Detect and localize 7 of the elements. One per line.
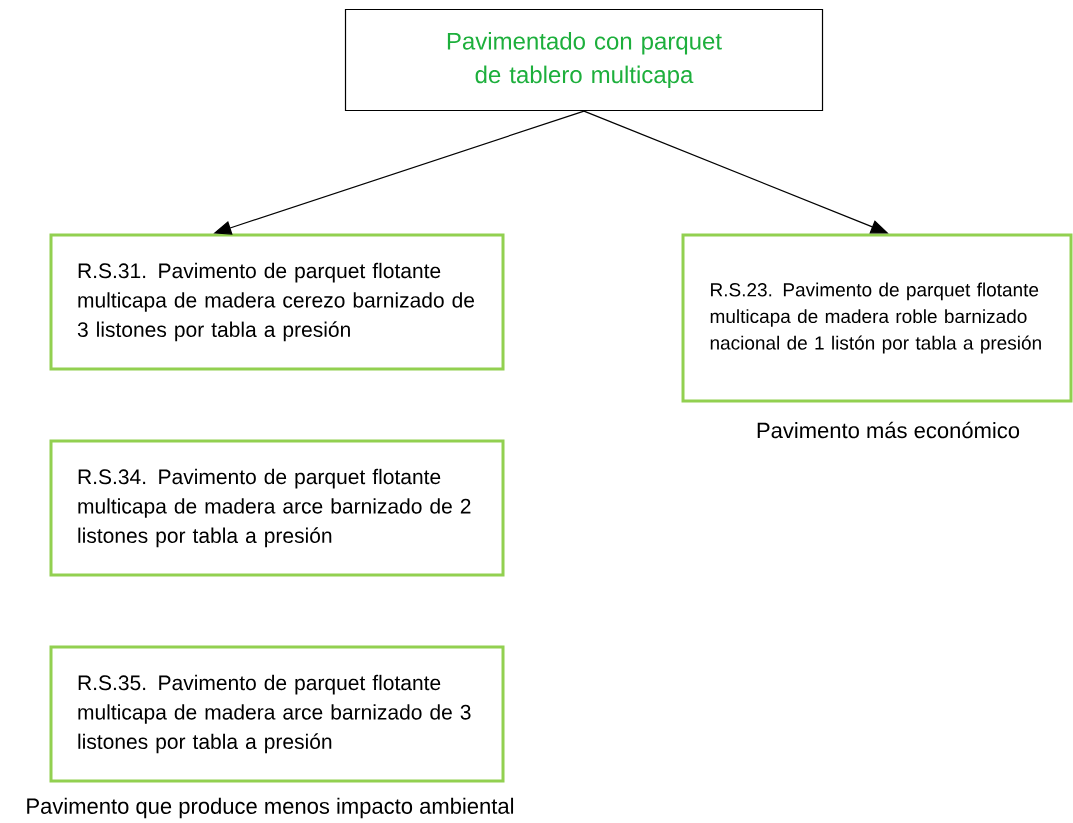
process-box: R.S.34. Pavimento de parquet flotante multicapa de madera arce barnizado de 2 listones por tabla a presión xyxy=(49,439,505,577)
process-box: R.S.35. Pavimento de parquet flotante multicapa de madera arce barnizado de 3 listones por tabla a presión xyxy=(49,645,505,783)
process-box: R.S.31. Pavimento de parquet flotante multicapa de madera cerezo barnizado de 3 listones por tabla a presión xyxy=(49,233,505,371)
note-text: Pavimento que produce menos impacto ambiental xyxy=(27,797,514,819)
title-box: Pavimentado con parquet de tablero multicapa xyxy=(344,8,824,112)
process-box: R.S.23. Pavimento de parquet flotante multicapa de madera roble barnizado nacional de 1 listón por tabla a presión xyxy=(681,233,1073,403)
note-text: Pavimento más económico xyxy=(757,421,1020,439)
